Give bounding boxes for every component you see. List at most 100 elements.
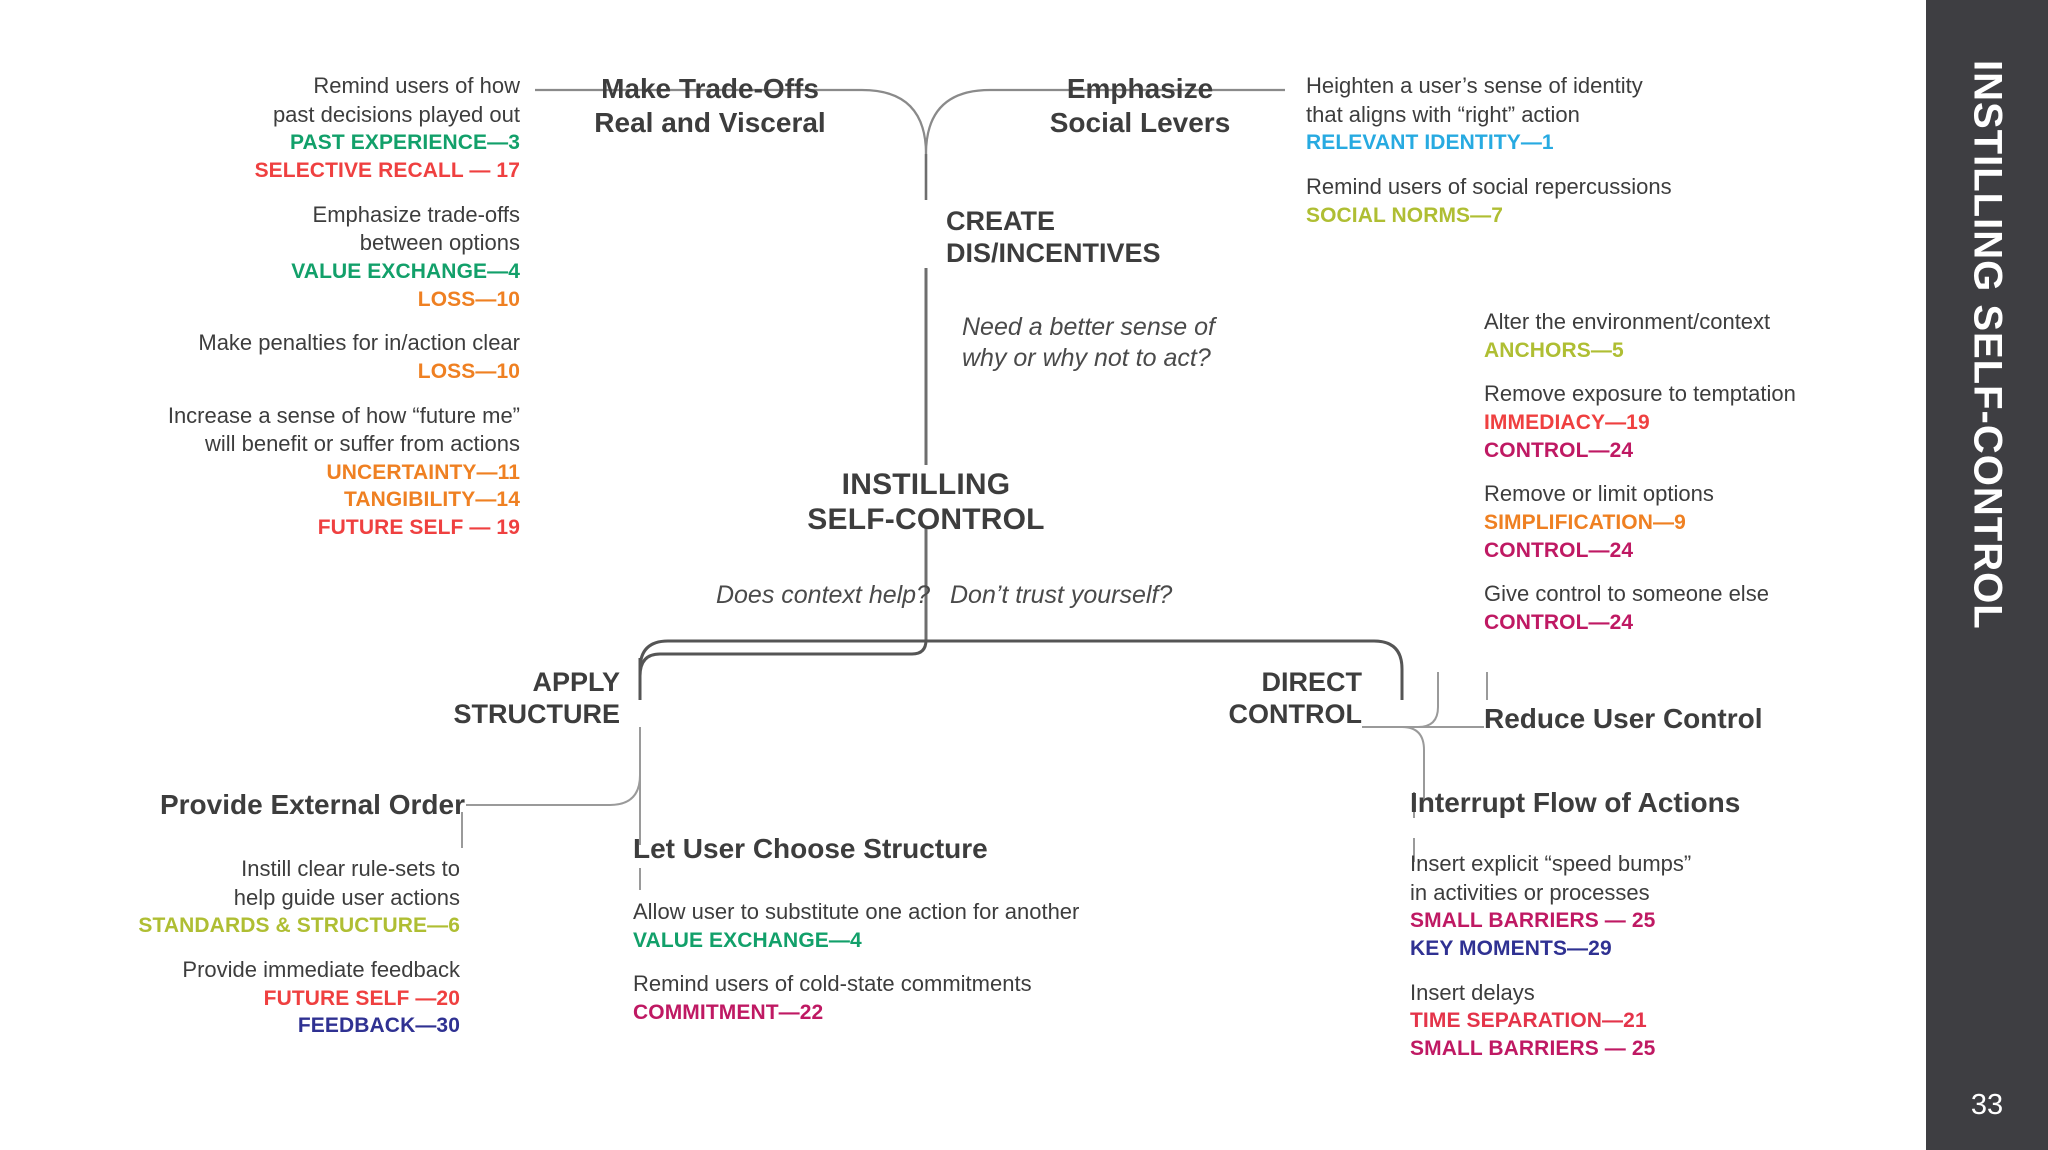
question-incentives-line2: why or why not to act?	[962, 344, 1211, 373]
item-description-line: Increase a sense of how “future me”	[167, 402, 520, 428]
item-description-line: Allow user to substitute one action for …	[633, 899, 1080, 924]
item-group: Heighten a user’s sense of identity that …	[1306, 72, 1866, 157]
node-external-order-items: Instill clear rule-sets to help guide use…	[60, 855, 460, 1040]
item-tag[interactable]: SOCIAL NORMS—7	[1306, 203, 1504, 227]
item-tag[interactable]: TIME SEPARATION—21	[1410, 1009, 1647, 1033]
page-number: 33	[1970, 1089, 2004, 1121]
item-tag[interactable]: UNCERTAINTY—11	[326, 460, 520, 484]
item-tag[interactable]: VALUE EXCHANGE—4	[291, 259, 520, 283]
sidebar-title: INSTILLING SELF-CONTROL	[1965, 60, 2010, 630]
item-description-line: Heighten a user’s sense of identity	[1306, 73, 1643, 98]
branch-direct-line2: CONTROL	[1228, 699, 1362, 730]
hub-title-line1: INSTILLING	[841, 468, 1011, 501]
item-group: Instill clear rule-sets to help guide use…	[60, 855, 460, 940]
branch-apply-structure[interactable]: APPLY STRUCTURE	[220, 666, 621, 731]
branch-direct-line1: DIRECT	[1261, 667, 1363, 697]
item-tag[interactable]: SELECTIVE RECALL — 17	[254, 158, 520, 182]
node-reduce-user-control-label: Reduce User Control	[1484, 703, 1763, 734]
item-tag[interactable]: FUTURE SELF —20	[263, 986, 460, 1010]
item-tag[interactable]: FUTURE SELF — 19	[317, 516, 520, 540]
item-description-line: Remind users of cold-state commitments	[633, 971, 1032, 997]
item-tag[interactable]: TANGIBILITY—14	[343, 488, 520, 512]
question-context: Does context help?	[560, 580, 930, 611]
node-make-trade-offs-title[interactable]: Make Trade-Offs Real and Visceral	[560, 72, 860, 139]
item-description-line: Remove or limit options	[1484, 481, 1714, 507]
node-reduce-user-control-title[interactable]: Reduce User Control	[1484, 702, 1964, 736]
branch-apply-line1: APPLY	[532, 667, 620, 697]
item-description-line: Make penalties for in/action clear	[198, 330, 520, 356]
item-tag[interactable]: SIMPLIFICATION—9	[1484, 510, 1686, 534]
node-external-order-title[interactable]: Provide External Order	[60, 788, 465, 822]
item-description-line: Insert delays	[1410, 979, 1535, 1005]
node-social-levers-line1: Emphasize	[1066, 73, 1214, 104]
item-description-line: Remind users of social repercussions	[1306, 173, 1672, 199]
branch-create-line2: DIS/INCENTIVES	[946, 238, 1161, 269]
node-choose-structure-label: Let User Choose Structure	[633, 833, 988, 864]
item-tag[interactable]: CONTROL—24	[1484, 610, 1634, 634]
item-tag[interactable]: ANCHORS—5	[1484, 338, 1624, 362]
item-tag[interactable]: FEEDBACK—30	[297, 1014, 460, 1038]
item-tag[interactable]: LOSS—10	[417, 359, 520, 383]
item-tag[interactable]: CONTROL—24	[1484, 538, 1634, 562]
node-social-levers-items: Heighten a user’s sense of identity that …	[1306, 72, 1866, 229]
item-description-line: Provide immediate feedback	[182, 956, 460, 982]
item-tag[interactable]: PAST EXPERIENCE—3	[289, 131, 520, 155]
item-description-line: Emphasize trade-offs	[312, 201, 520, 227]
item-description-line: in activities or processes	[1410, 879, 1650, 905]
item-tag[interactable]: VALUE EXCHANGE—4	[633, 928, 862, 952]
item-group: Insert explicit “speed bumps” in activiti…	[1410, 850, 1970, 963]
item-tag[interactable]: CONTROL—24	[1484, 438, 1634, 462]
branch-apply-line2: STRUCTURE	[453, 699, 621, 730]
item-description-line: help guide user actions	[233, 884, 460, 910]
item-group: Increase a sense of how “future me” will …	[60, 402, 520, 542]
question-trust: Don’t trust yourself?	[950, 580, 1350, 611]
question-context-label: Does context help?	[715, 581, 930, 609]
hub-title-line2: SELF-CONTROL	[807, 502, 1045, 536]
item-description-line: between options	[359, 230, 520, 256]
item-tag[interactable]: COMMITMENT—22	[633, 1000, 824, 1024]
node-external-order-label: Provide External Order	[159, 789, 465, 820]
item-description-line: Insert explicit “speed bumps”	[1410, 851, 1692, 876]
item-tag[interactable]: LOSS—10	[417, 287, 520, 311]
node-choose-structure-items: Allow user to substitute one action for …	[633, 898, 1313, 1027]
hub-title: INSTILLING SELF-CONTROL	[686, 468, 1166, 538]
item-tag[interactable]: SMALL BARRIERS — 25	[1410, 909, 1656, 933]
node-social-levers-line2: Social Levers	[1049, 106, 1231, 138]
item-tag[interactable]: KEY MOMENTS—29	[1410, 936, 1612, 960]
item-description-line: Remind users of how	[313, 73, 520, 98]
node-make-trade-offs-line1: Make Trade-Offs	[601, 73, 819, 104]
node-interrupt-flow-items: Insert explicit “speed bumps” in activiti…	[1410, 850, 1970, 1063]
item-description-line: Remove exposure to temptation	[1484, 381, 1796, 407]
sidebar: INSTILLING SELF-CONTROL 33	[1926, 0, 2048, 1150]
item-group: Allow user to substitute one action for …	[633, 898, 1313, 954]
node-interrupt-flow-label: Interrupt Flow of Actions	[1410, 787, 1741, 818]
item-description-line: that aligns with “right” action	[1306, 101, 1580, 127]
item-description-line: Instill clear rule-sets to	[241, 856, 460, 881]
question-trust-label: Don’t trust yourself?	[950, 581, 1173, 609]
item-tag[interactable]: RELEVANT IDENTITY—1	[1306, 131, 1554, 155]
item-description-line: will benefit or suffer from actions	[204, 431, 520, 457]
item-description-line: Alter the environment/context	[1484, 309, 1771, 334]
node-choose-structure-title[interactable]: Let User Choose Structure	[633, 832, 1193, 866]
branch-direct-control[interactable]: DIRECT CONTROL	[980, 666, 1362, 731]
node-social-levers-title[interactable]: Emphasize Social Levers	[1000, 72, 1280, 139]
item-description-line: Give control to someone else	[1484, 581, 1769, 607]
item-tag[interactable]: STANDARDS & STRUCTURE—6	[138, 914, 460, 938]
node-interrupt-flow-title[interactable]: Interrupt Flow of Actions	[1410, 786, 1970, 820]
item-tag[interactable]: SMALL BARRIERS — 25	[1410, 1036, 1656, 1060]
item-tag[interactable]: IMMEDIACY—19	[1484, 410, 1650, 434]
branch-create-dis-incentives[interactable]: CREATE DIS/INCENTIVES	[946, 205, 1346, 270]
